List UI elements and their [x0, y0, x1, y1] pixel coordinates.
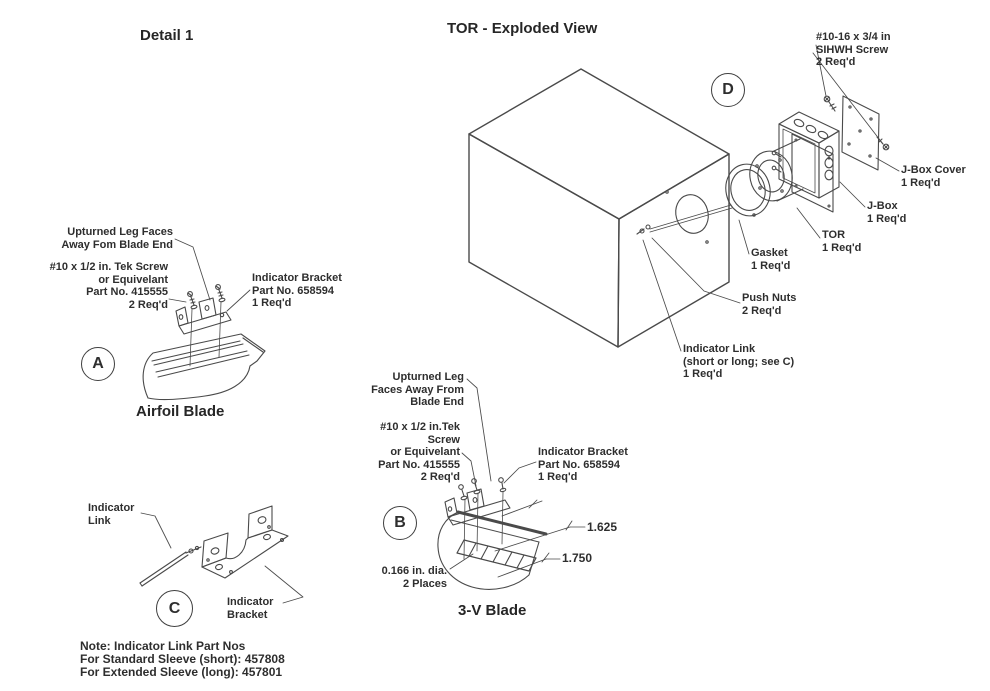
indicator-link-rod-drawing	[636, 204, 733, 235]
exploded-leader-lines	[642, 44, 900, 352]
wall-hole-drawing	[665, 190, 709, 244]
detail-d-circle-badge: D	[711, 73, 745, 107]
callout-indicator-bracket-c: Indicator Bracket	[227, 596, 274, 621]
gasket-drawing	[725, 163, 771, 217]
callout-jbox: J-Box 1 Req'd	[867, 200, 907, 225]
tor-drawing	[749, 133, 834, 213]
detail-a-drawing	[142, 238, 266, 401]
dimension-1625: 1.625	[587, 520, 618, 534]
detail-c-letter: C	[168, 599, 181, 617]
callout-tek-screw-b: #10 x 1/2 in.Tek Screw or Equivelant Par…	[378, 421, 460, 483]
detail-b-drawing	[437, 378, 586, 590]
callout-upturned-leg-b: Upturned Leg Faces Away From Blade End	[371, 371, 464, 408]
callout-tor: TOR 1 Req'd	[822, 229, 862, 254]
detail-b-letter: B	[394, 514, 406, 531]
detail-c-circle-badge: C	[156, 590, 193, 627]
detail-c-drawing	[139, 505, 304, 604]
callout-push-nuts: Push Nuts 2 Req'd	[742, 292, 797, 317]
detail-a-letter: A	[92, 355, 104, 372]
title-airfoil-blade: Airfoil Blade	[136, 403, 225, 420]
heading-detail-1: Detail 1	[140, 27, 194, 44]
detail-b-circle-badge: B	[383, 506, 417, 540]
detail-d-letter: D	[722, 81, 734, 98]
callout-jbox-cover: J-Box Cover 1 Req'd	[901, 164, 966, 189]
title-3v-blade: 3-V Blade	[458, 602, 527, 619]
callout-indicator-bracket-b: Indicator Bracket Part No. 658594 1 Req'…	[538, 446, 628, 483]
duct-box-drawing	[468, 68, 730, 348]
callout-gasket: Gasket 1 Req'd	[751, 247, 791, 272]
indicator-link-part-note: Note: Indicator Link Part Nos For Standa…	[80, 639, 285, 679]
jbox-drawing	[771, 111, 840, 199]
callout-indicator-bracket-a: Indicator Bracket Part No. 658594 1 Req'…	[252, 272, 342, 309]
heading-tor-exploded-view: TOR - Exploded View	[447, 20, 598, 37]
detail-a-circle-badge: A	[81, 347, 115, 381]
callout-indicator-link-c: Indicator Link	[88, 502, 135, 527]
callout-hole-dia-b: 0.166 in. dia. 2 Places	[381, 565, 447, 590]
dimension-1750: 1.750	[562, 551, 593, 565]
callout-indicator-link-d: Indicator Link (short or long; see C) 1 …	[683, 343, 795, 380]
callout-tek-screw-a: #10 x 1/2 in. Tek Screw or Equivelant Pa…	[49, 261, 168, 311]
jbox-cover-drawing	[841, 95, 880, 171]
callout-upturned-leg-a: Upturned Leg Faces Away Fom Blade End	[61, 226, 173, 251]
dimension-lines	[494, 499, 586, 578]
callout-sihwh-screw: #10-16 x 3/4 in SIHWH Screw 2 Req'd	[816, 31, 891, 68]
